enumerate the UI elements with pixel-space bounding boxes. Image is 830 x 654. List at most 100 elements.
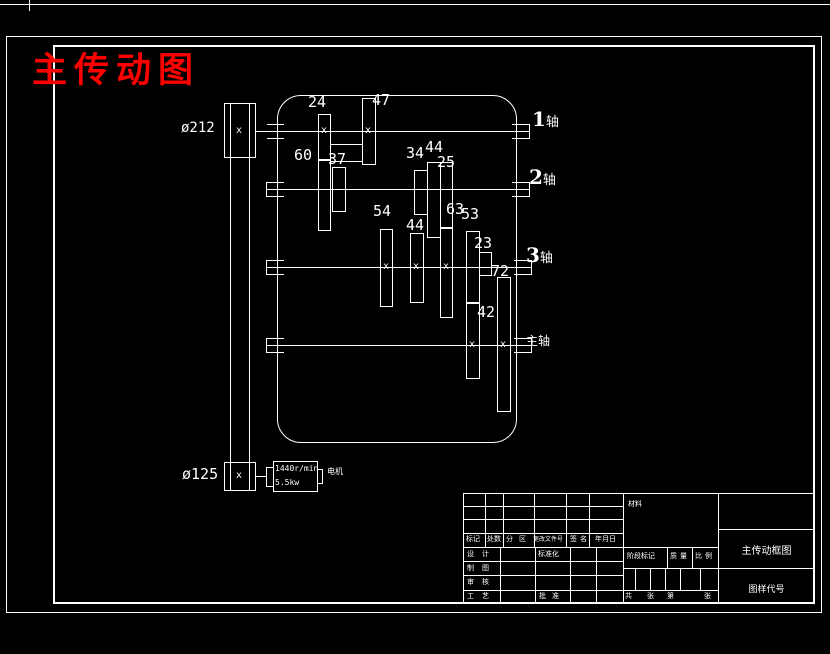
shaft-2-label: 2 轴 [529,165,556,189]
fixed-mark: x [469,339,476,350]
sheet-no-label: 第 [667,592,674,600]
stage-col-line [667,547,668,568]
bearing-tick [267,182,284,183]
stage-mark-label: 阶段标记 [627,552,655,560]
rev-col-line [534,493,535,547]
gear-44b-rect [410,233,424,303]
fixed-mark: x [236,125,243,136]
gear-23-label: 23 [474,234,493,252]
row-line [463,533,623,534]
rev-col-line [566,493,567,547]
material-label: 材料 [628,500,642,508]
gear-47-label: 47 [372,91,391,109]
gear-37-label: 37 [328,150,347,168]
shaft-2-left-cap [266,182,267,197]
gear-25-rect [440,162,453,228]
shaft-2-end-cap [529,182,530,197]
bearing-tick [267,338,284,339]
main-shaft-line [266,345,532,346]
drawing-code-cell: 图样代号 [748,585,785,595]
bearing-tick [514,260,531,261]
rev-header-zone: 分区 [506,535,532,543]
gear-44a-rect [427,162,441,238]
bearing-tick [514,352,531,353]
bearing-tick [267,196,284,197]
gear-block-link [331,144,362,145]
cell-line [650,568,651,590]
shaft-2-line [266,189,530,190]
shaft-2-suffix: 轴 [542,173,556,188]
pulley-bottom-diameter-label: ø125 [182,465,219,483]
standardization-label: 标准化 [538,550,559,558]
shaft-3-num: 3 [526,243,540,267]
shaft-3-suffix: 轴 [539,251,553,266]
gear-block-link [331,161,362,162]
gear-47-rect [362,98,376,165]
gearbox-housing [277,95,517,443]
gear-37-rect [332,167,346,212]
shaft-1-num: 1 [532,107,546,131]
rev-col-line [589,493,590,547]
gear-60-label: 60 [294,146,313,164]
pulley-top-inner-line [249,103,250,158]
bearing-tick [267,352,284,353]
fixed-mark: x [413,261,420,272]
row-line [463,519,623,520]
row-line [463,575,623,576]
main-shaft-end-cap [531,338,532,353]
cell-line [700,568,701,590]
pulley-top-inner-line [230,103,231,158]
viewport-top-tick [29,0,30,11]
motor-end-tab [317,469,323,484]
bearing-tick [512,182,529,183]
belt-line [249,158,250,462]
gear-34-rect [414,170,428,215]
rev-header-docno: 更改文件号 [533,536,564,543]
viewport-top-line [0,4,830,5]
gear-34-label: 34 [406,144,425,162]
bearing-tick [267,124,284,125]
sheet-unit-label: 张 [647,592,654,600]
pulley-top-diameter-label: ø212 [181,120,215,136]
approve-label: 批准 [539,592,565,600]
shaft-2-num: 2 [529,165,543,189]
shaft-3-end-cap [531,260,532,275]
bearing-tick [267,138,284,139]
title-block-divider [623,493,624,604]
row-line [463,547,718,548]
belt-line [230,158,231,462]
sheet-unit2-label: 张 [704,592,711,600]
gear-44a-label: 44 [425,138,444,156]
row-line [718,568,815,569]
row-line [463,506,623,507]
gear-24-label: 24 [308,93,327,111]
bearing-tick [514,274,531,275]
bearing-tick [512,138,529,139]
row-line [463,590,718,591]
row-line [718,529,815,530]
rev-header-date: 年月日 [595,535,616,543]
fixed-mark: x [500,339,507,350]
motor-speed-label: 1440r/min [275,464,319,473]
inner-frame [53,45,815,604]
fixed-mark: x [365,125,372,136]
rev-col-line [503,493,504,547]
motor-power-label: 5.5kw [275,478,300,487]
rev-col-line [485,493,486,547]
fixed-mark: x [383,261,390,272]
gear-63-label: 63 [446,200,465,218]
cell-line [665,568,666,590]
bearing-tick [512,124,529,125]
fixed-mark: x [321,125,328,136]
rev-header-count: 处数 [487,535,501,543]
gear-54-label: 54 [373,202,392,220]
cell-line [635,568,636,590]
sign-row-process: 工艺 [467,592,497,600]
sign-row-check: 审核 [467,578,497,586]
shaft-3-label: 3 轴 [526,243,553,267]
main-shaft-text: 主轴 [526,334,551,348]
weight-label: 质量 [670,552,690,560]
gear-72-label: 72 [491,262,510,280]
main-shaft-left-cap [266,338,267,353]
